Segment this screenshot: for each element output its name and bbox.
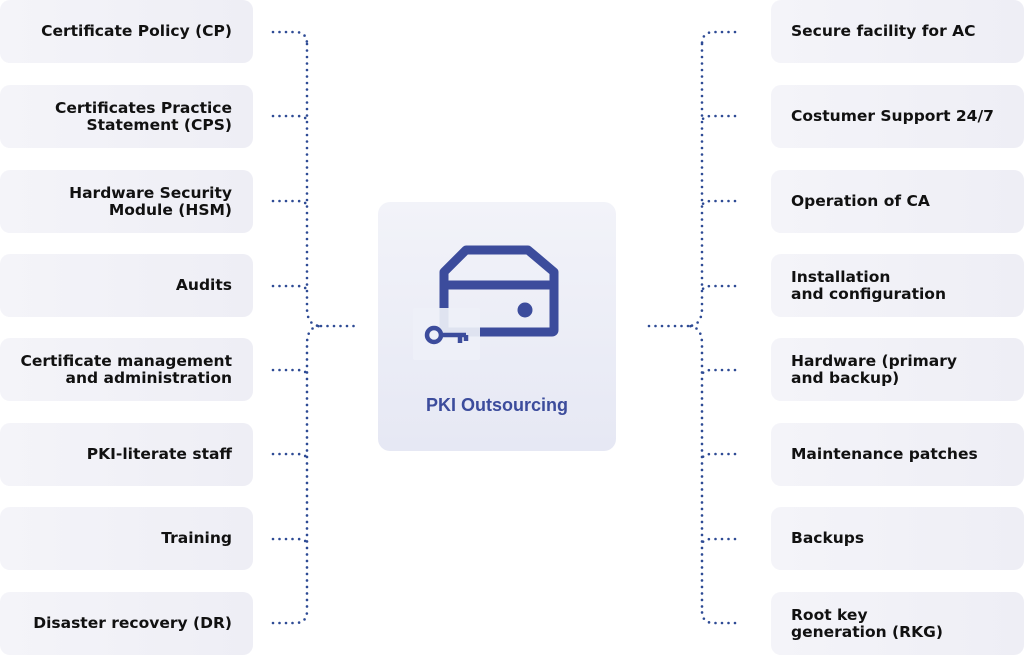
left-connector-branch (271, 537, 309, 547)
right-item-maintenance: Maintenance patches (771, 423, 1024, 486)
item-label: Audits (175, 276, 232, 294)
item-label: Maintenance patches (791, 445, 978, 463)
item-label: Installation and configuration (791, 267, 946, 303)
left-item-audits: Audits (0, 254, 253, 317)
item-label: Certificates Practice Statement (CPS) (54, 98, 232, 134)
right-connector-trunk (687, 42, 704, 613)
right-connector-branch (700, 199, 737, 209)
center-card: PKI Outsourcing (378, 202, 616, 451)
item-label: Operation of CA (791, 192, 930, 210)
item-label: Root key generation (RKG) (791, 605, 943, 641)
item-label: Hardware Security Module (HSM) (69, 183, 232, 219)
right-connector-branch (700, 452, 737, 462)
right-item-support: Costumer Support 24/7 (771, 85, 1024, 148)
item-label: Disaster recovery (DR) (33, 614, 232, 632)
center-title: PKI Outsourcing (425, 395, 568, 415)
right-connector-branch (700, 284, 737, 294)
server-with-key-icon (413, 245, 559, 360)
right-connector-branch (700, 114, 737, 124)
left-connector-branch (271, 609, 309, 625)
left-connector-branch (271, 284, 309, 294)
right-connector-branch (700, 368, 737, 378)
item-label: PKI-literate staff (86, 445, 232, 463)
left-connector-trunk (305, 42, 322, 613)
left-connector-branch (271, 199, 309, 209)
item-label: Backups (791, 529, 865, 547)
right-item-backups: Backups (771, 507, 1024, 570)
right-item-hardware: Hardware (primary and backup) (771, 338, 1024, 401)
left-item-cps: Certificates Practice Statement (CPS) (0, 85, 253, 148)
left-item-cp: Certificate Policy (CP) (0, 0, 253, 63)
item-label: Certificate Policy (CP) (41, 22, 232, 40)
right-item-installation: Installation and configuration (771, 254, 1024, 317)
left-item-hsm: Hardware Security Module (HSM) (0, 170, 253, 233)
right-connector-branch (700, 30, 737, 46)
left-connector-branch (271, 368, 309, 378)
item-label: Hardware (primary and backup) (791, 351, 957, 387)
left-connector-branch (271, 114, 309, 124)
item-label: Costumer Support 24/7 (791, 107, 994, 125)
right-item-root-key: Root key generation (RKG) (771, 592, 1024, 655)
left-item-cert-management: Certificate management and administratio… (0, 338, 253, 401)
item-label: Secure facility for AC (791, 22, 976, 40)
right-connector-branch (700, 609, 737, 625)
right-item-secure-facility: Secure facility for AC (771, 0, 1024, 63)
left-item-pki-staff: PKI-literate staff (0, 423, 253, 486)
item-label: Training (161, 529, 232, 547)
left-connector-branch (271, 452, 309, 462)
left-connector-branch (271, 30, 309, 46)
right-connector-branch (700, 537, 737, 547)
right-item-operation-ca: Operation of CA (771, 170, 1024, 233)
left-item-disaster-recovery: Disaster recovery (DR) (0, 592, 253, 655)
left-item-training: Training (0, 507, 253, 570)
item-label: Certificate management and administratio… (20, 351, 232, 387)
